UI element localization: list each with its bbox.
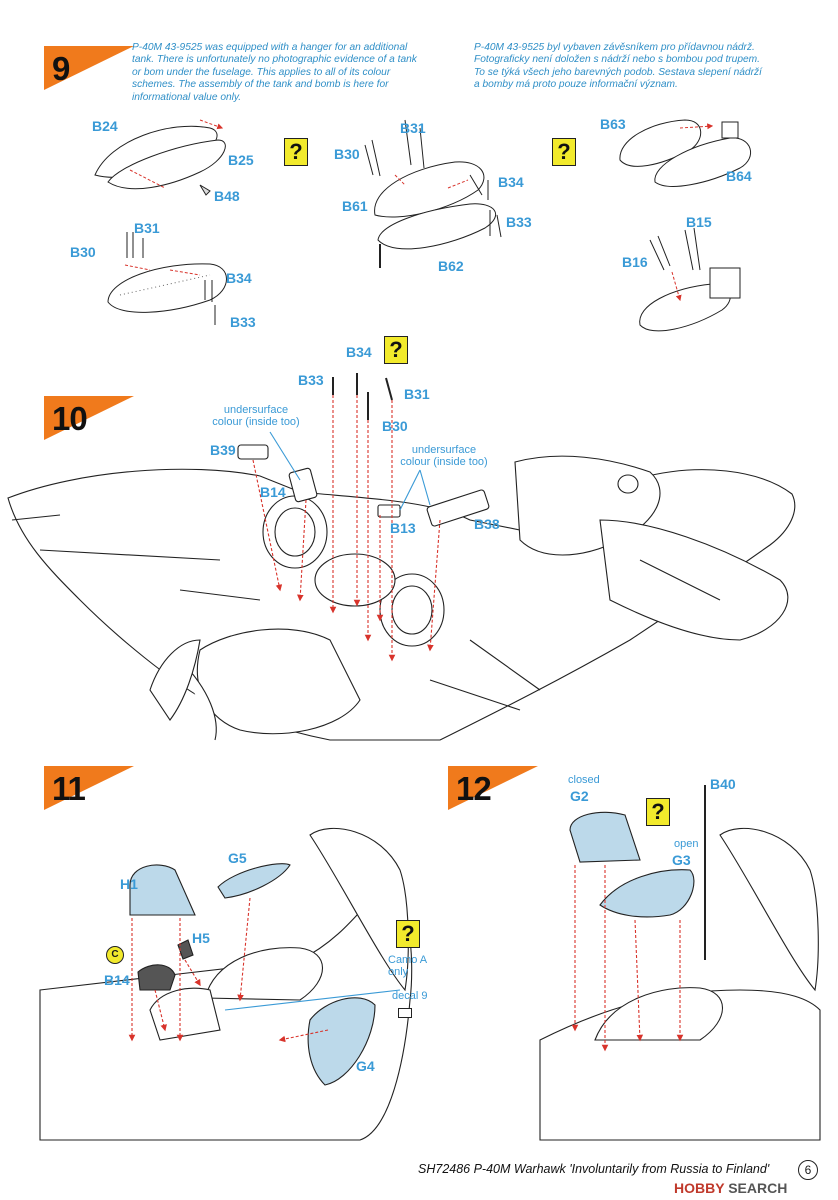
info-qmark: ? [384, 336, 408, 364]
note-en-line: informational value only. [132, 91, 242, 103]
part-label: B33 [298, 372, 324, 388]
part-label: G2 [570, 788, 589, 804]
note-en-line: P-40M 43-9525 was equipped with a hanger… [132, 42, 408, 53]
step-12-number: 12 [456, 770, 492, 807]
part-label: B38 [474, 516, 500, 532]
decal-note: decal 9 [392, 990, 428, 1002]
watermark-hobby: HOBBY [674, 1180, 725, 1196]
part-label: B61 [342, 198, 368, 214]
step-9-number: 9 [52, 50, 70, 87]
undersurface-callout-b: undersurface colour (inside too) [394, 444, 494, 468]
note-en-line: schemes. The assembly of the tank and bo… [132, 79, 389, 91]
part-label: B33 [506, 214, 532, 230]
part-label: B39 [210, 442, 236, 458]
part-label: B62 [438, 258, 464, 274]
part-label: B34 [498, 174, 524, 190]
step9-bomb-top [619, 119, 751, 187]
part-label: H5 [192, 930, 210, 946]
callout-line: colour (inside too) [400, 456, 488, 468]
camo-line: only [388, 966, 409, 978]
info-qmark: ? [396, 920, 420, 948]
part-label: B13 [390, 520, 416, 536]
step10-aircraft-underside [7, 373, 796, 741]
part-label: B24 [92, 118, 118, 134]
step-9-badge: 9 [44, 46, 134, 90]
step9-tank-halves-top [94, 119, 226, 196]
part-label: G5 [228, 850, 247, 866]
camo-a-note: Camo A only [388, 954, 438, 978]
step-9-note-cz: P-40M 43-9525 byl vybaven závěsníkem pro… [474, 42, 814, 92]
watermark-search: SEARCH [728, 1180, 788, 1196]
step-10-number: 10 [52, 400, 88, 437]
closed-label: closed [568, 774, 600, 786]
note-cz-line: Fotograficky není doložen s nádrží nebo … [474, 54, 760, 66]
part-label: B31 [400, 120, 426, 136]
decal-icon [398, 1008, 412, 1018]
part-label: B25 [228, 152, 254, 168]
part-label: B16 [622, 254, 648, 270]
part-label: B31 [134, 220, 160, 236]
info-qmark: ? [552, 138, 576, 166]
note-cz-line: P-40M 43-9525 byl vybaven závěsníkem pro… [474, 42, 755, 53]
part-label: B33 [230, 314, 256, 330]
part-label: B30 [334, 146, 360, 162]
part-label: B40 [710, 776, 736, 792]
step-11-number: 11 [52, 770, 86, 807]
part-label: B14 [104, 972, 130, 988]
step-12-badge: 12 [448, 766, 538, 810]
note-en-line: or bom under the fuselage. This applies … [132, 66, 391, 78]
page-number: 6 [798, 1160, 818, 1180]
step-11-badge: 11 [44, 766, 134, 810]
note-cz-line: To se týká všech jeho barevných podob. S… [474, 66, 762, 78]
part-label: B30 [70, 244, 96, 260]
part-label: H1 [120, 876, 138, 892]
part-label: B15 [686, 214, 712, 230]
callout-line: undersurface [223, 404, 289, 416]
page-footer: SH72486 P-40M Warhawk 'Involuntarily fro… [418, 1162, 770, 1176]
part-label: B63 [600, 116, 626, 132]
step-9-note-en: P-40M 43-9525 was equipped with a hanger… [132, 42, 462, 104]
camo-line: Camo A [388, 954, 428, 966]
note-cz-line: a bomby má proto pouze informační význam… [474, 79, 678, 91]
step9-center-tank [364, 119, 502, 268]
part-label: B48 [214, 188, 240, 204]
info-qmark: ? [284, 138, 308, 166]
step-10-badge: 10 [44, 396, 134, 440]
info-qmark: ? [646, 798, 670, 826]
part-label: B64 [726, 168, 752, 184]
part-label: G4 [356, 1058, 375, 1074]
step9-bomb-bottom [639, 227, 741, 332]
callout-line: undersurface [411, 444, 477, 456]
step12-fuselage [539, 785, 821, 1141]
part-label: B34 [346, 344, 372, 360]
undersurface-callout-a: undersurface colour (inside too) [206, 404, 306, 428]
part-label: G3 [672, 852, 691, 868]
note-en-line: tank. There is unfortunately no photogra… [132, 54, 417, 66]
step9-tank-assembled [107, 232, 227, 325]
part-label: B31 [404, 386, 430, 402]
callout-line: colour (inside too) [212, 416, 300, 428]
watermark: HOBBY SEARCH [674, 1180, 787, 1196]
part-label: B30 [382, 418, 408, 434]
open-label: open [674, 838, 699, 850]
step11-fuselage [39, 827, 413, 1141]
part-label: B14 [260, 484, 286, 500]
part-label: B34 [226, 270, 252, 286]
color-c-marker: C [106, 946, 124, 964]
